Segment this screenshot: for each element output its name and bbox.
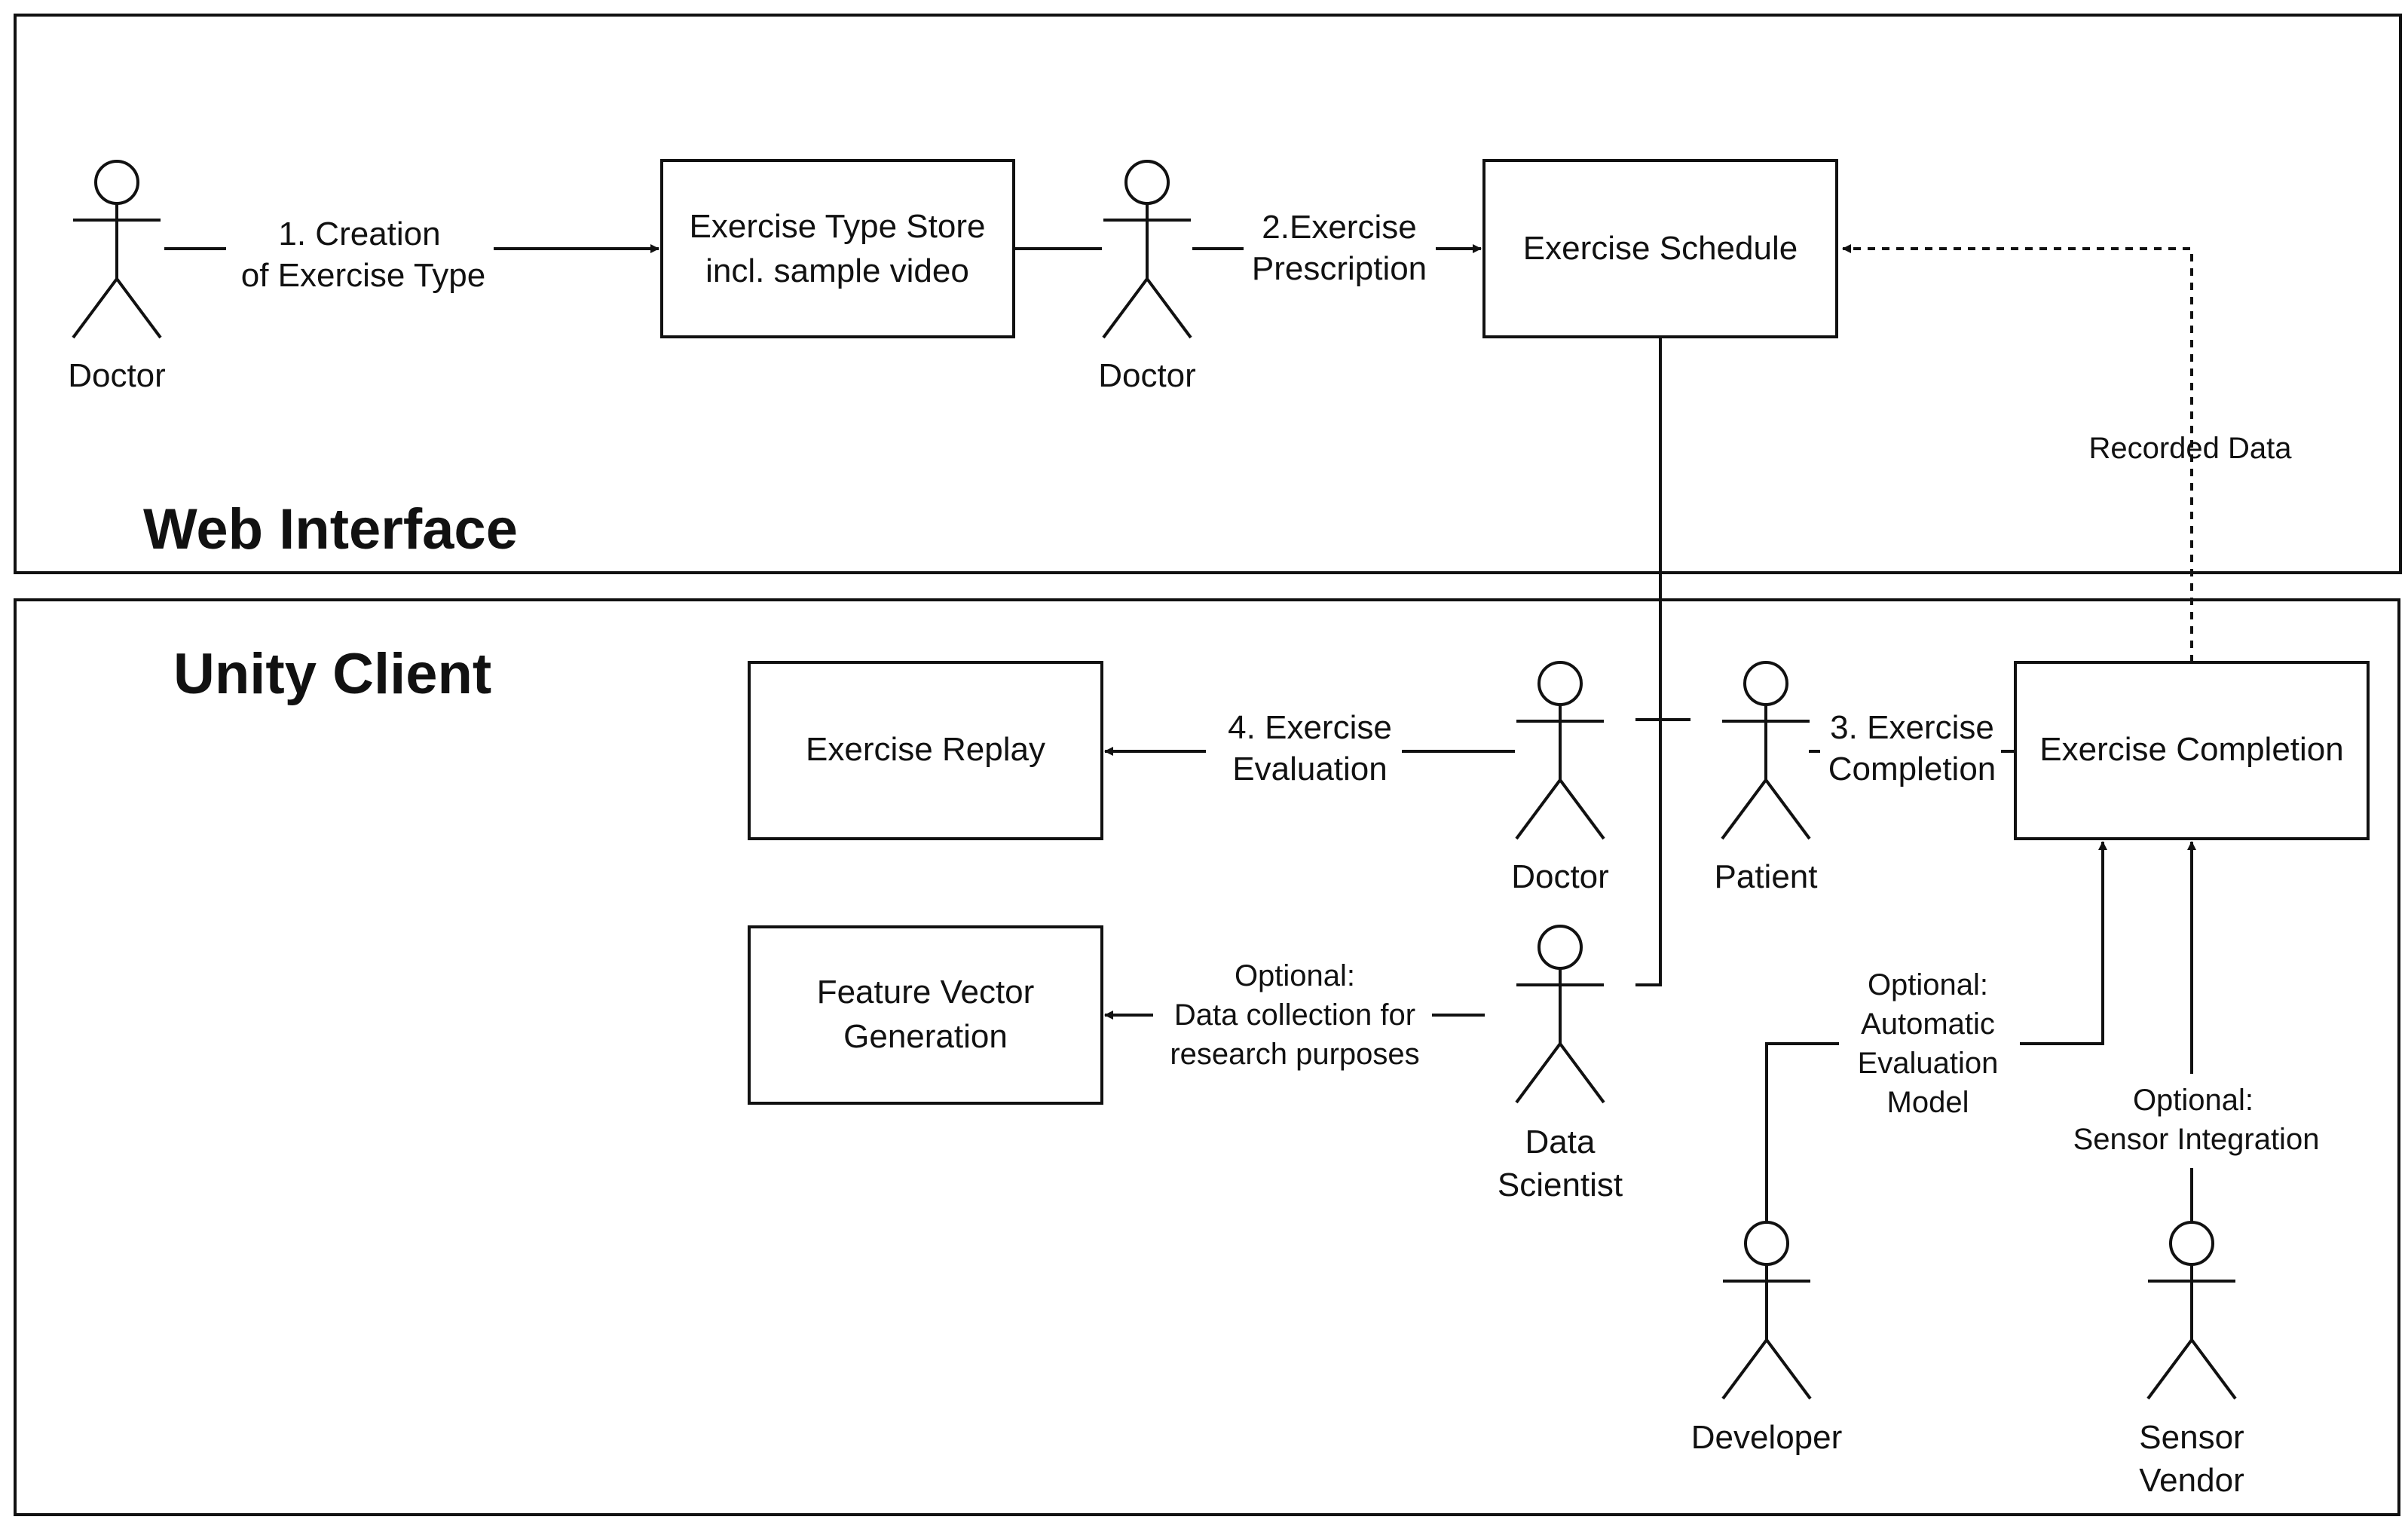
actor-doctor-web-1-label: Doctor <box>68 357 166 394</box>
edge-auto-eval-label: Optional: Automatic Evaluation Model <box>1858 968 1999 1119</box>
edge-prescription-label: 2.Exercise Prescription <box>1252 209 1427 287</box>
actor-developer <box>1721 1221 1812 1400</box>
actor-data-scientist <box>1515 925 1605 1104</box>
svg-text:of Exercise Type: of Exercise Type <box>241 257 485 294</box>
svg-text:Optional:: Optional: <box>2133 1084 2253 1117</box>
svg-text:Optional:: Optional: <box>1868 968 1988 1001</box>
actor-developer-label: Developer <box>1691 1419 1843 1456</box>
svg-text:4. Exercise: 4. Exercise <box>1228 709 1392 746</box>
svg-text:Evaluation: Evaluation <box>1232 751 1387 787</box>
edge-evaluation-label: 4. Exercise Evaluation <box>1228 709 1392 787</box>
svg-text:incl. sample video: incl. sample video <box>705 252 969 289</box>
svg-text:Exercise Replay: Exercise Replay <box>806 731 1045 768</box>
svg-text:Data collection for: Data collection for <box>1174 998 1415 1032</box>
unity-client-frame <box>14 598 2400 1516</box>
svg-text:Sensor: Sensor <box>2139 1419 2244 1456</box>
svg-text:Automatic: Automatic <box>1861 1008 1995 1041</box>
svg-text:Completion: Completion <box>1828 751 1996 787</box>
edge-data-collection-label: Optional: Data collection for research p… <box>1170 959 1419 1071</box>
exercise-schedule-box: Exercise Schedule <box>1482 159 1838 338</box>
actor-doctor-unity <box>1515 661 1605 840</box>
svg-text:1. Creation: 1. Creation <box>278 216 440 252</box>
feature-vector-generation-box: Feature Vector Generation <box>748 925 1103 1105</box>
web-interface-frame <box>14 14 2402 574</box>
svg-text:Exercise Type Store: Exercise Type Store <box>690 208 986 245</box>
edge-completion-label: 3. Exercise Completion <box>1828 709 1996 787</box>
edge-recorded-data-label: Recorded Data <box>2088 432 2292 465</box>
edge-creation-label: 1. Creation of Exercise Type <box>241 216 485 294</box>
edge-recorded-data <box>1842 244 2193 662</box>
exercise-replay-box: Exercise Replay <box>748 661 1103 840</box>
edge-schedule-to-data-scientist <box>1635 337 1662 986</box>
actor-doctor-web-2 <box>1102 160 1192 339</box>
exercise-completion-box: Exercise Completion <box>2014 661 2370 840</box>
actor-data-scientist-label: Data Scientist <box>1498 1124 1623 1203</box>
svg-text:Optional:: Optional: <box>1235 959 1355 992</box>
svg-text:Vendor: Vendor <box>2139 1462 2244 1499</box>
actor-doctor-web-1 <box>72 160 162 339</box>
svg-text:Prescription: Prescription <box>1252 250 1427 287</box>
svg-text:research purposes: research purposes <box>1170 1038 1419 1071</box>
svg-text:Feature Vector: Feature Vector <box>817 974 1035 1011</box>
actor-sensor-vendor <box>2146 1221 2237 1400</box>
actor-doctor-web-2-label: Doctor <box>1098 357 1196 394</box>
svg-text:Scientist: Scientist <box>1498 1167 1623 1203</box>
svg-text:Model: Model <box>1887 1086 1969 1119</box>
svg-text:Exercise Schedule: Exercise Schedule <box>1523 230 1798 267</box>
svg-text:3. Exercise: 3. Exercise <box>1830 709 1994 746</box>
unity-client-title: Unity Client <box>173 642 491 706</box>
svg-text:2.Exercise: 2.Exercise <box>1262 209 1416 246</box>
edge-sensor-label: Optional: Sensor Integration <box>2073 1084 2320 1156</box>
svg-text:Evaluation: Evaluation <box>1858 1047 1999 1080</box>
svg-text:Data: Data <box>1525 1124 1596 1160</box>
actor-sensor-vendor-label: Sensor Vendor <box>2139 1419 2244 1499</box>
actor-patient <box>1721 661 1811 840</box>
exercise-type-store-box: Exercise Type Store incl. sample video <box>660 159 1015 338</box>
web-interface-title: Web Interface <box>143 497 518 561</box>
svg-text:Generation: Generation <box>843 1018 1008 1055</box>
actor-doctor-unity-label: Doctor <box>1511 858 1609 895</box>
svg-text:Sensor Integration: Sensor Integration <box>2073 1123 2320 1156</box>
actor-patient-label: Patient <box>1715 858 1818 895</box>
svg-text:Exercise Completion: Exercise Completion <box>2039 731 2344 768</box>
